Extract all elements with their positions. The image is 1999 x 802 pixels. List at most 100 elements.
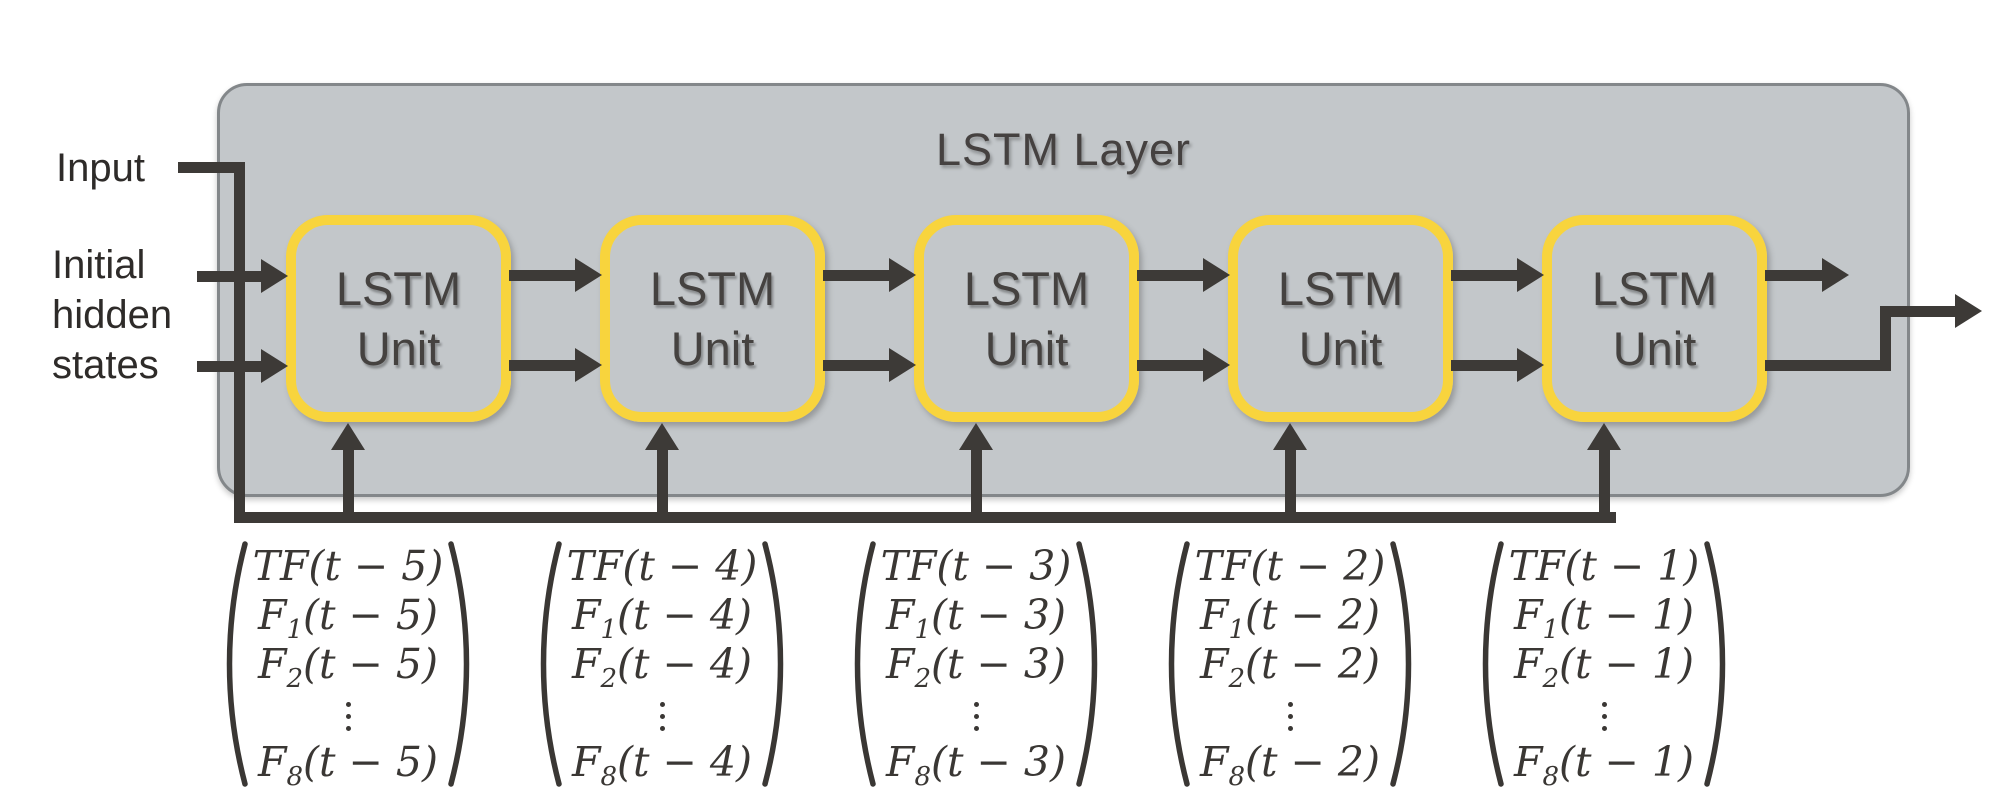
vector-row (1195, 689, 1386, 738)
timestep-arrow-4 (1284, 448, 1296, 523)
unit-label-line: Unit (356, 321, 441, 375)
vector-row (567, 689, 758, 738)
initial-hidden-states-label: Initial hidden states (52, 243, 173, 387)
output-arrow-top (1765, 269, 1824, 281)
vector-row: F8(t − 2) (1200, 737, 1380, 792)
inter-unit-arrow-bottom-4-head (1517, 348, 1544, 382)
vertical-dots (1601, 696, 1607, 737)
right-paren (1390, 541, 1412, 787)
output-arrow-final-head (1955, 294, 1982, 328)
inter-unit-arrow-bottom-2-head (889, 348, 916, 382)
vector-rows: TF(t − 3)F1(t − 3)F2(t − 3)F8(t − 3) (876, 541, 1077, 792)
unit-label-line: Unit (670, 321, 755, 375)
vertical-dots (659, 696, 665, 737)
inter-unit-arrow-bottom-1 (509, 359, 577, 371)
left-paren (540, 541, 562, 787)
unit-label-line: Unit (1612, 321, 1697, 375)
unit-label-line: LSTM (1591, 261, 1718, 315)
input-line-vertical (233, 161, 245, 523)
timestep-arrow-1-head (331, 423, 365, 450)
unit-label-line: Unit (984, 321, 1069, 375)
timestep-arrow-3 (970, 448, 982, 523)
timestep-arrow-4-head (1273, 423, 1307, 450)
left-paren (1168, 541, 1190, 787)
inter-unit-arrow-top-2-head (889, 258, 916, 292)
inter-unit-arrow-top-2 (823, 269, 891, 281)
lstm-unit-1: LSTM Unit (286, 215, 511, 422)
vector-row: TF(t − 2) (1194, 541, 1386, 590)
timestep-arrow-1 (342, 448, 354, 523)
right-paren (448, 541, 470, 787)
unit-label-line: LSTM (1277, 261, 1404, 315)
unit-label-line: LSTM (649, 261, 776, 315)
input-vector-5: TF(t − 1)F1(t − 1)F2(t − 1)F8(t − 1) (1469, 541, 1739, 792)
vertical-dots (1287, 696, 1293, 737)
vector-row: F2(t − 1) (1514, 639, 1694, 694)
output-arrow-final (1880, 305, 1957, 317)
unit-label-line: Unit (1298, 321, 1383, 375)
vector-row: F1(t − 5) (258, 590, 438, 645)
timestep-arrow-5 (1598, 448, 1610, 523)
vector-row: F2(t − 5) (258, 639, 438, 694)
inter-unit-arrow-top-3-head (1203, 258, 1230, 292)
vector-rows: TF(t − 5)F1(t − 5)F2(t − 5)F8(t − 5) (248, 542, 449, 792)
vector-row: F8(t − 1) (1514, 737, 1694, 792)
lstm-layer-box (217, 83, 1910, 497)
vector-row: F8(t − 5) (258, 737, 438, 792)
vector-row: F1(t − 4) (572, 590, 752, 645)
initial-state-arrow-bottom (197, 360, 263, 372)
output-step-vertical (1880, 305, 1891, 371)
input-line-top (178, 161, 245, 173)
vector-row: F1(t − 2) (1200, 590, 1380, 645)
timestep-arrow-3-head (959, 423, 993, 450)
initial-state-arrow-bottom-head (261, 349, 288, 383)
right-paren (1076, 541, 1098, 787)
output-step-horizontal (1765, 359, 1891, 371)
input-label: Input (56, 146, 145, 190)
vector-row: TF(t − 4) (566, 541, 758, 590)
output-arrow-top-head (1822, 258, 1849, 292)
input-vector-1: TF(t − 5)F1(t − 5)F2(t − 5)F8(t − 5) (213, 541, 483, 792)
vector-row: F1(t − 3) (886, 590, 1066, 645)
timestep-arrow-2 (656, 448, 668, 523)
inter-unit-arrow-bottom-1-head (575, 348, 602, 382)
right-paren (762, 541, 784, 787)
left-paren (1482, 541, 1504, 787)
vector-row: F2(t − 4) (572, 639, 752, 694)
lstm-unit-5: LSTM Unit (1542, 215, 1767, 422)
input-vector-4: TF(t − 2)F1(t − 2)F2(t − 2) F8(t − 2) (1155, 541, 1425, 792)
inter-unit-arrow-bottom-2 (823, 359, 891, 371)
inter-unit-arrow-bottom-3 (1137, 359, 1205, 371)
inter-unit-arrow-top-4-head (1517, 258, 1544, 292)
initial-state-arrow-top-head (261, 259, 288, 293)
input-vector-2: TF(t − 4)F1(t − 4)F2(t − 4) F8(t − 4) (527, 541, 797, 792)
timestep-arrow-5-head (1587, 423, 1621, 450)
vertical-dots (345, 696, 351, 737)
timestep-arrow-2-head (645, 423, 679, 450)
inter-unit-arrow-top-1-head (575, 258, 602, 292)
vector-row (253, 689, 444, 738)
vector-row: F8(t − 3) (886, 737, 1066, 792)
inter-unit-arrow-bottom-4 (1451, 359, 1519, 371)
input-vector-3: TF(t − 3)F1(t − 3)F2(t − 3)F8(t − 3) (841, 541, 1111, 792)
unit-label-line: LSTM (963, 261, 1090, 315)
unit-label-line: LSTM (335, 261, 462, 315)
vector-row: F1(t − 1) (1514, 590, 1694, 645)
vector-row: F8(t − 4) (572, 737, 752, 792)
vector-row: TF(t − 3) (880, 541, 1072, 590)
inter-unit-arrow-top-3 (1137, 269, 1205, 281)
vector-row: F2(t − 2) (1200, 639, 1380, 694)
right-paren (1704, 541, 1726, 787)
lstm-unit-2: LSTM Unit (600, 215, 825, 422)
inter-unit-arrow-top-4 (1451, 269, 1519, 281)
layer-title: LSTM Layer (935, 124, 1192, 175)
initial-state-arrow-top (197, 270, 263, 282)
vector-rows: TF(t − 4)F1(t − 4)F2(t − 4) F8(t − 4) (562, 541, 763, 792)
vector-rows: TF(t − 2)F1(t − 2)F2(t − 2) F8(t − 2) (1190, 541, 1391, 792)
left-paren (854, 541, 876, 787)
input-bus-line (233, 511, 1616, 523)
vector-row (881, 689, 1072, 738)
inter-unit-arrow-bottom-3-head (1203, 348, 1230, 382)
vertical-dots (973, 696, 979, 737)
